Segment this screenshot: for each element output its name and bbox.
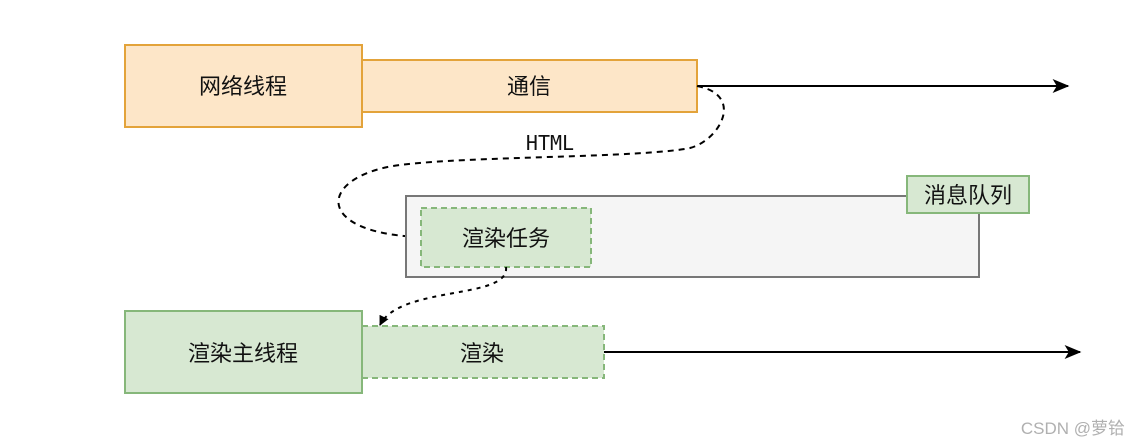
watermark: CSDN @萝铪 — [1020, 419, 1125, 438]
message-queue-tag — [906, 175, 1030, 214]
queued-render-task-label: 渲染任务 — [462, 227, 550, 252]
message-queue-label: 消息队列 — [924, 184, 1012, 209]
render-thread-box — [124, 310, 363, 394]
network-thread-box — [124, 44, 363, 128]
network-thread-label: 网络线程 — [199, 75, 287, 100]
task-dispatch-arrow — [379, 266, 508, 326]
html-transfer-label: HTML — [526, 131, 574, 155]
render-thread-label: 渲染主线程 — [188, 342, 298, 367]
network-task-label: 通信 — [507, 75, 551, 100]
html-transfer-arrow — [337, 85, 725, 242]
render-task-label: 渲染 — [460, 342, 504, 367]
render-task-box — [361, 325, 605, 379]
